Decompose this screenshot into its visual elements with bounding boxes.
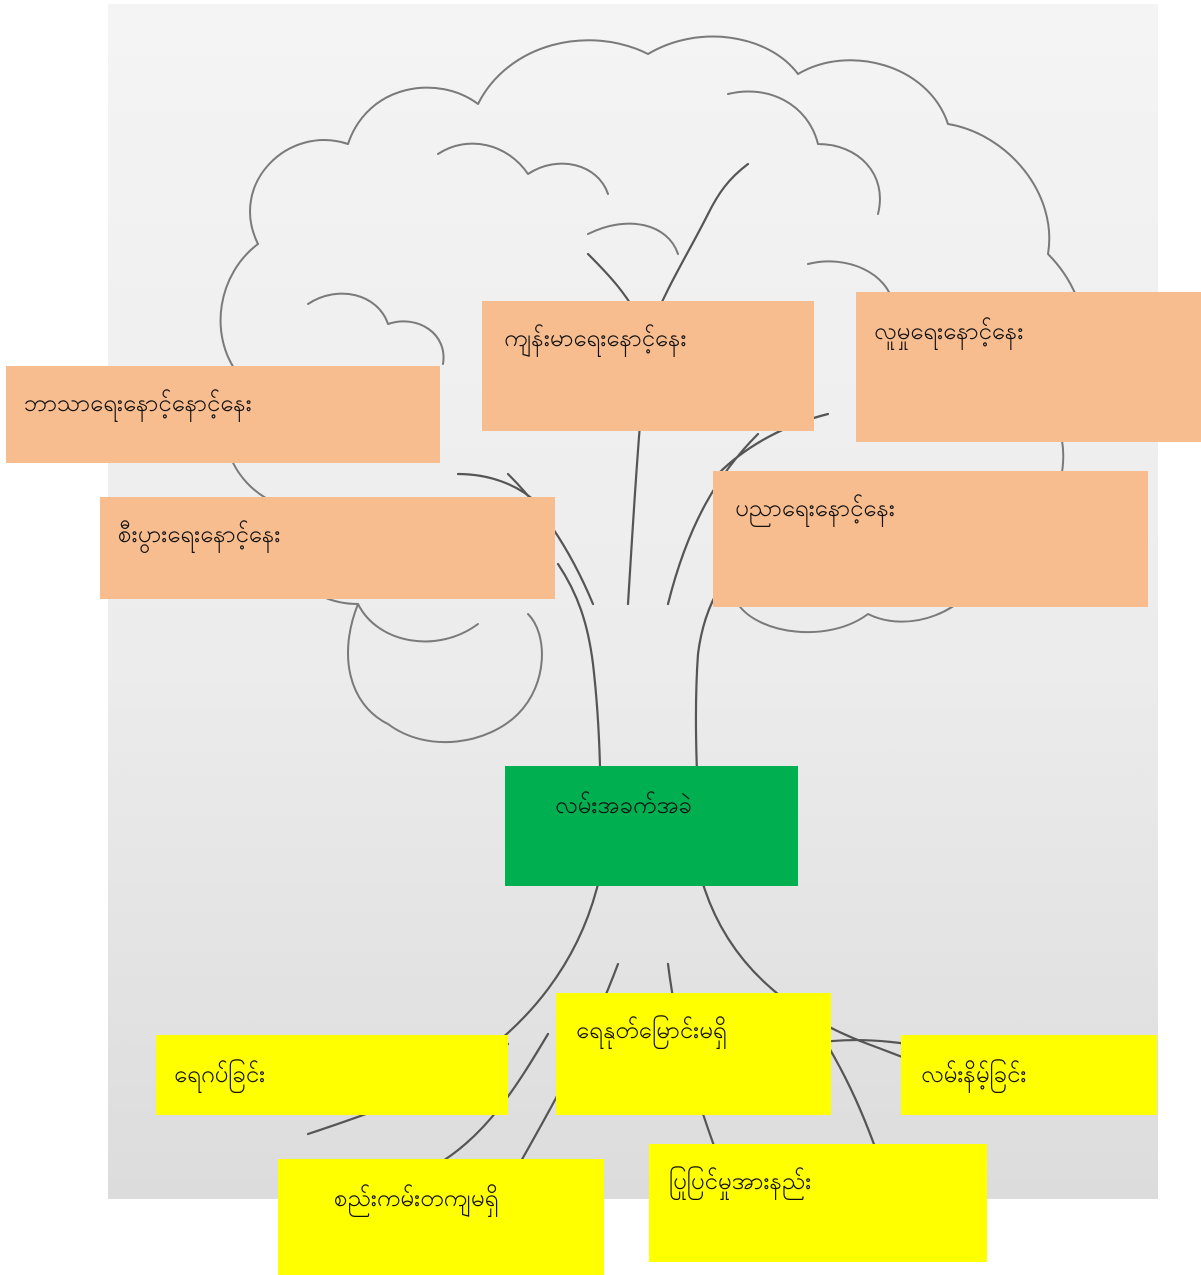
root-label-no-plan: စည်းကမ်းတကျမရှိ <box>334 1184 499 1212</box>
root-label-drainage: ရေနုတ်မြောင်းမရှိ <box>576 1016 727 1044</box>
canopy-clump <box>727 90 881 215</box>
root-box-flooding: ရေဂပ်ခြင်း <box>156 1035 508 1115</box>
root-box-weak-maintenance: ပြုပြင်မှုအားနည်း <box>649 1144 987 1262</box>
branch <box>666 432 760 606</box>
branch-label-health: ကျန်းမာရေးနောင့်နေး <box>504 324 687 352</box>
canopy-clump <box>437 142 609 195</box>
root-box-no-plan: စည်းကမ်းတကျမရှိ <box>278 1159 604 1275</box>
root-box-low-road: လမ်းနိမ့်ခြင်း <box>901 1035 1157 1115</box>
branch-label-education: ပညာရေးနောင့်နေး <box>735 494 895 522</box>
branch-label-social: လူမှုရေးနောင့်နေး <box>874 317 1024 345</box>
root-label-weak-maintenance: ပြုပြင်မှုအားနည်း <box>669 1167 812 1195</box>
canopy-clump <box>347 603 543 744</box>
branch-label-economy: စီးပွားရေးနောင့်နေး <box>118 520 281 548</box>
branch-box-social: လူမှုရေးနောင့်နေး <box>856 292 1201 442</box>
canopy-clump <box>307 292 445 365</box>
root-label-low-road: လမ်းနိမ့်ခြင်း <box>921 1060 1027 1088</box>
trunk-box-core-problem: လမ်းအခက်အခဲ <box>505 766 798 886</box>
root-label-flooding: ရေဂပ်ခြင်း <box>174 1060 266 1088</box>
canopy-clump <box>587 222 679 255</box>
trunk-label: လမ်းအခက်အခဲ <box>555 791 692 819</box>
root-box-drainage: ရေနုတ်မြောင်းမရှိ <box>556 993 831 1115</box>
branch-box-education: ပညာရေးနောင့်နေး <box>713 471 1148 607</box>
branch <box>716 412 830 476</box>
branch-box-economy: စီးပွားရေးနောင့်နေး <box>100 497 555 599</box>
branch-box-religion: ဘာသာရေးနောင့်နောင့်နေး <box>6 366 440 463</box>
branch-box-health: ကျန်းမာရေးနောင့်နေး <box>482 301 814 431</box>
branch <box>706 162 750 216</box>
branch-label-religion: ဘာသာရေးနောင့်နောင့်နေး <box>24 389 252 417</box>
